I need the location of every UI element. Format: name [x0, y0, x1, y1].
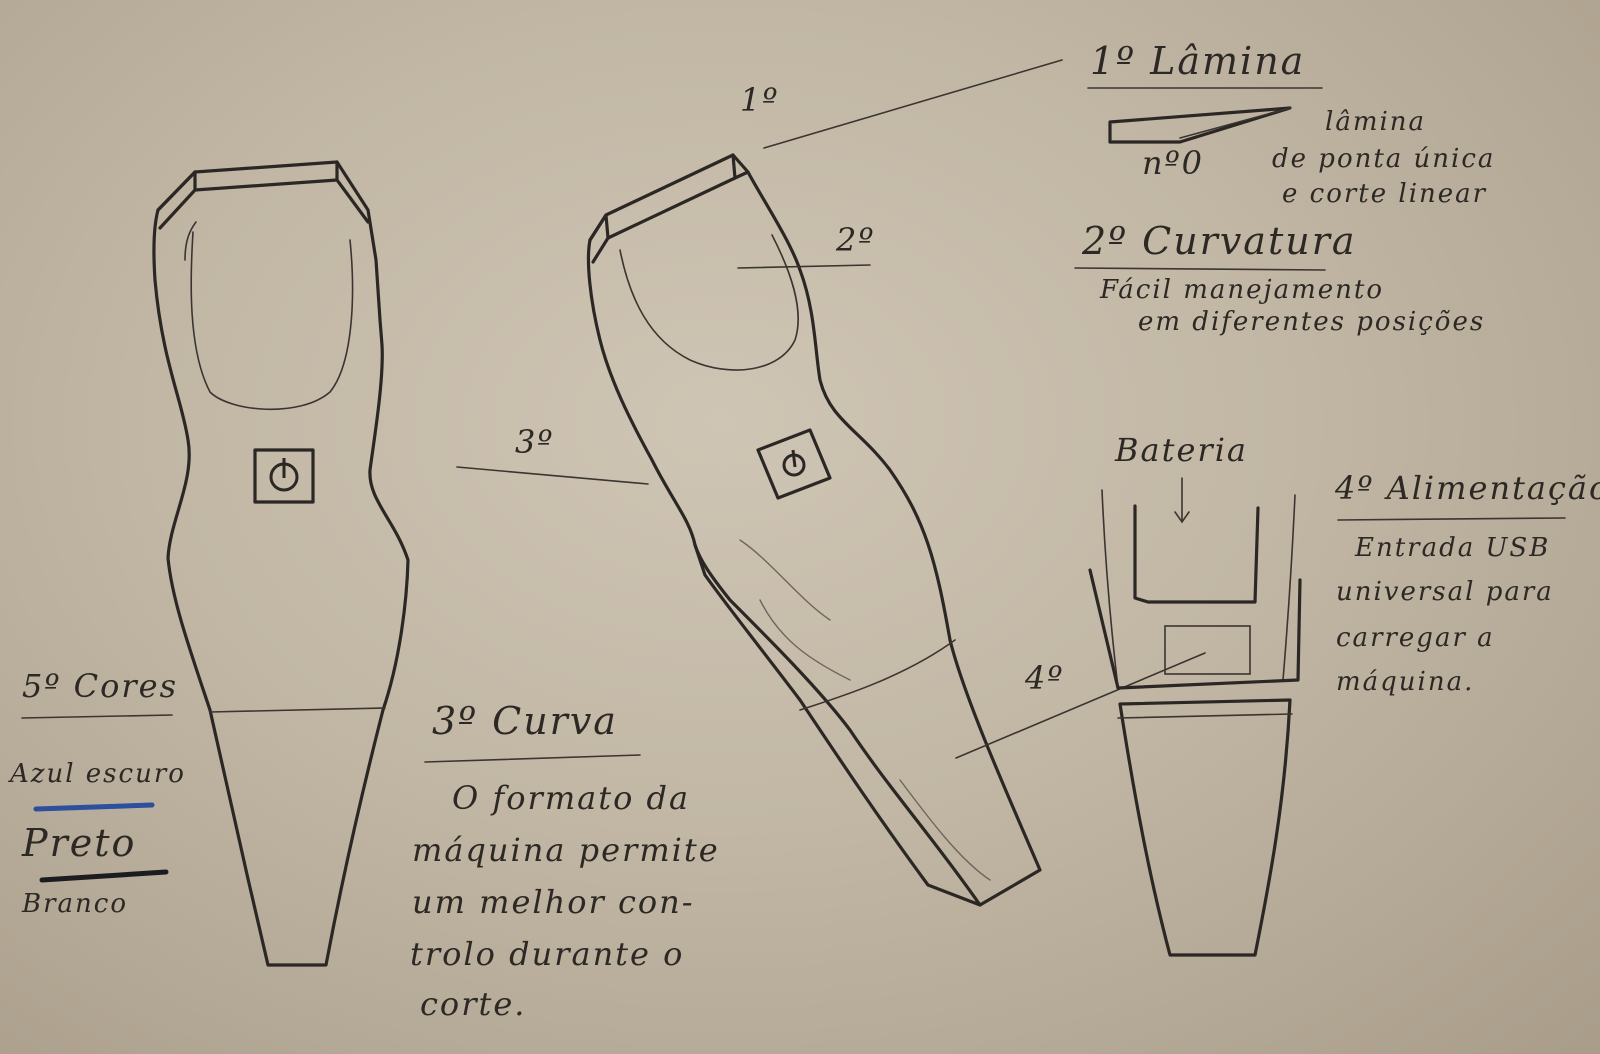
section-4-desc-line3: carregar a: [1336, 624, 1495, 654]
section-3-desc-line4: trolo durante o: [410, 936, 684, 973]
callout-label-3: 3º: [515, 424, 554, 461]
section-3-desc-line3: um melhor con-: [412, 884, 695, 921]
section-4-desc-line2: universal para: [1336, 578, 1554, 608]
section-3-desc-line2: máquina permite: [412, 832, 720, 869]
callout-line-3: [457, 467, 648, 484]
callout-line-4: [956, 653, 1205, 758]
swatch-preto: [42, 872, 166, 880]
clipper-front-view: [154, 162, 408, 965]
callout-label-4: 4º: [1025, 660, 1064, 697]
color-name-azul-escuro: Azul escuro: [10, 760, 186, 790]
section-3-desc-line5: corte.: [420, 986, 526, 1023]
swatch-azul-escuro: [36, 805, 152, 809]
callout-line-1: [764, 60, 1062, 148]
callout-label-1: 1º: [740, 82, 779, 119]
section-1-heading: 1º Lâmina: [1090, 40, 1305, 84]
section-1-desc-line1: lâmina: [1325, 108, 1426, 138]
blade-sketch: [1110, 108, 1290, 142]
section-1-desc-line3: e corte linear: [1282, 180, 1487, 210]
section-3-desc-line1: O formato da: [452, 780, 690, 817]
section-4-desc-line4: máquina.: [1336, 668, 1474, 698]
power-icon: [271, 458, 297, 490]
color-name-branco: Branco: [22, 890, 128, 920]
section-3-heading: 3º Curva: [432, 700, 618, 744]
callout-label-2: 2º: [836, 222, 875, 259]
section-4-desc-line1: Entrada USB: [1355, 534, 1550, 564]
section-4-heading: 4º Alimentação: [1335, 470, 1600, 507]
section-2-heading: 2º Curvatura: [1082, 220, 1357, 264]
power-button-angled: [758, 430, 830, 498]
callout-line-2: [738, 265, 870, 268]
battery-cutaway: [1090, 478, 1300, 955]
section-5-heading: 5º Cores: [22, 668, 178, 705]
section-2-desc-line2: em diferentes posições: [1138, 308, 1485, 338]
color-name-preto: Preto: [22, 822, 136, 866]
section-2-desc-line1: Fácil manejamento: [1100, 276, 1384, 306]
section-1-desc-line2: de ponta única: [1272, 145, 1495, 175]
blade-label: nº0: [1142, 145, 1204, 182]
battery-label: Bateria: [1115, 432, 1248, 469]
